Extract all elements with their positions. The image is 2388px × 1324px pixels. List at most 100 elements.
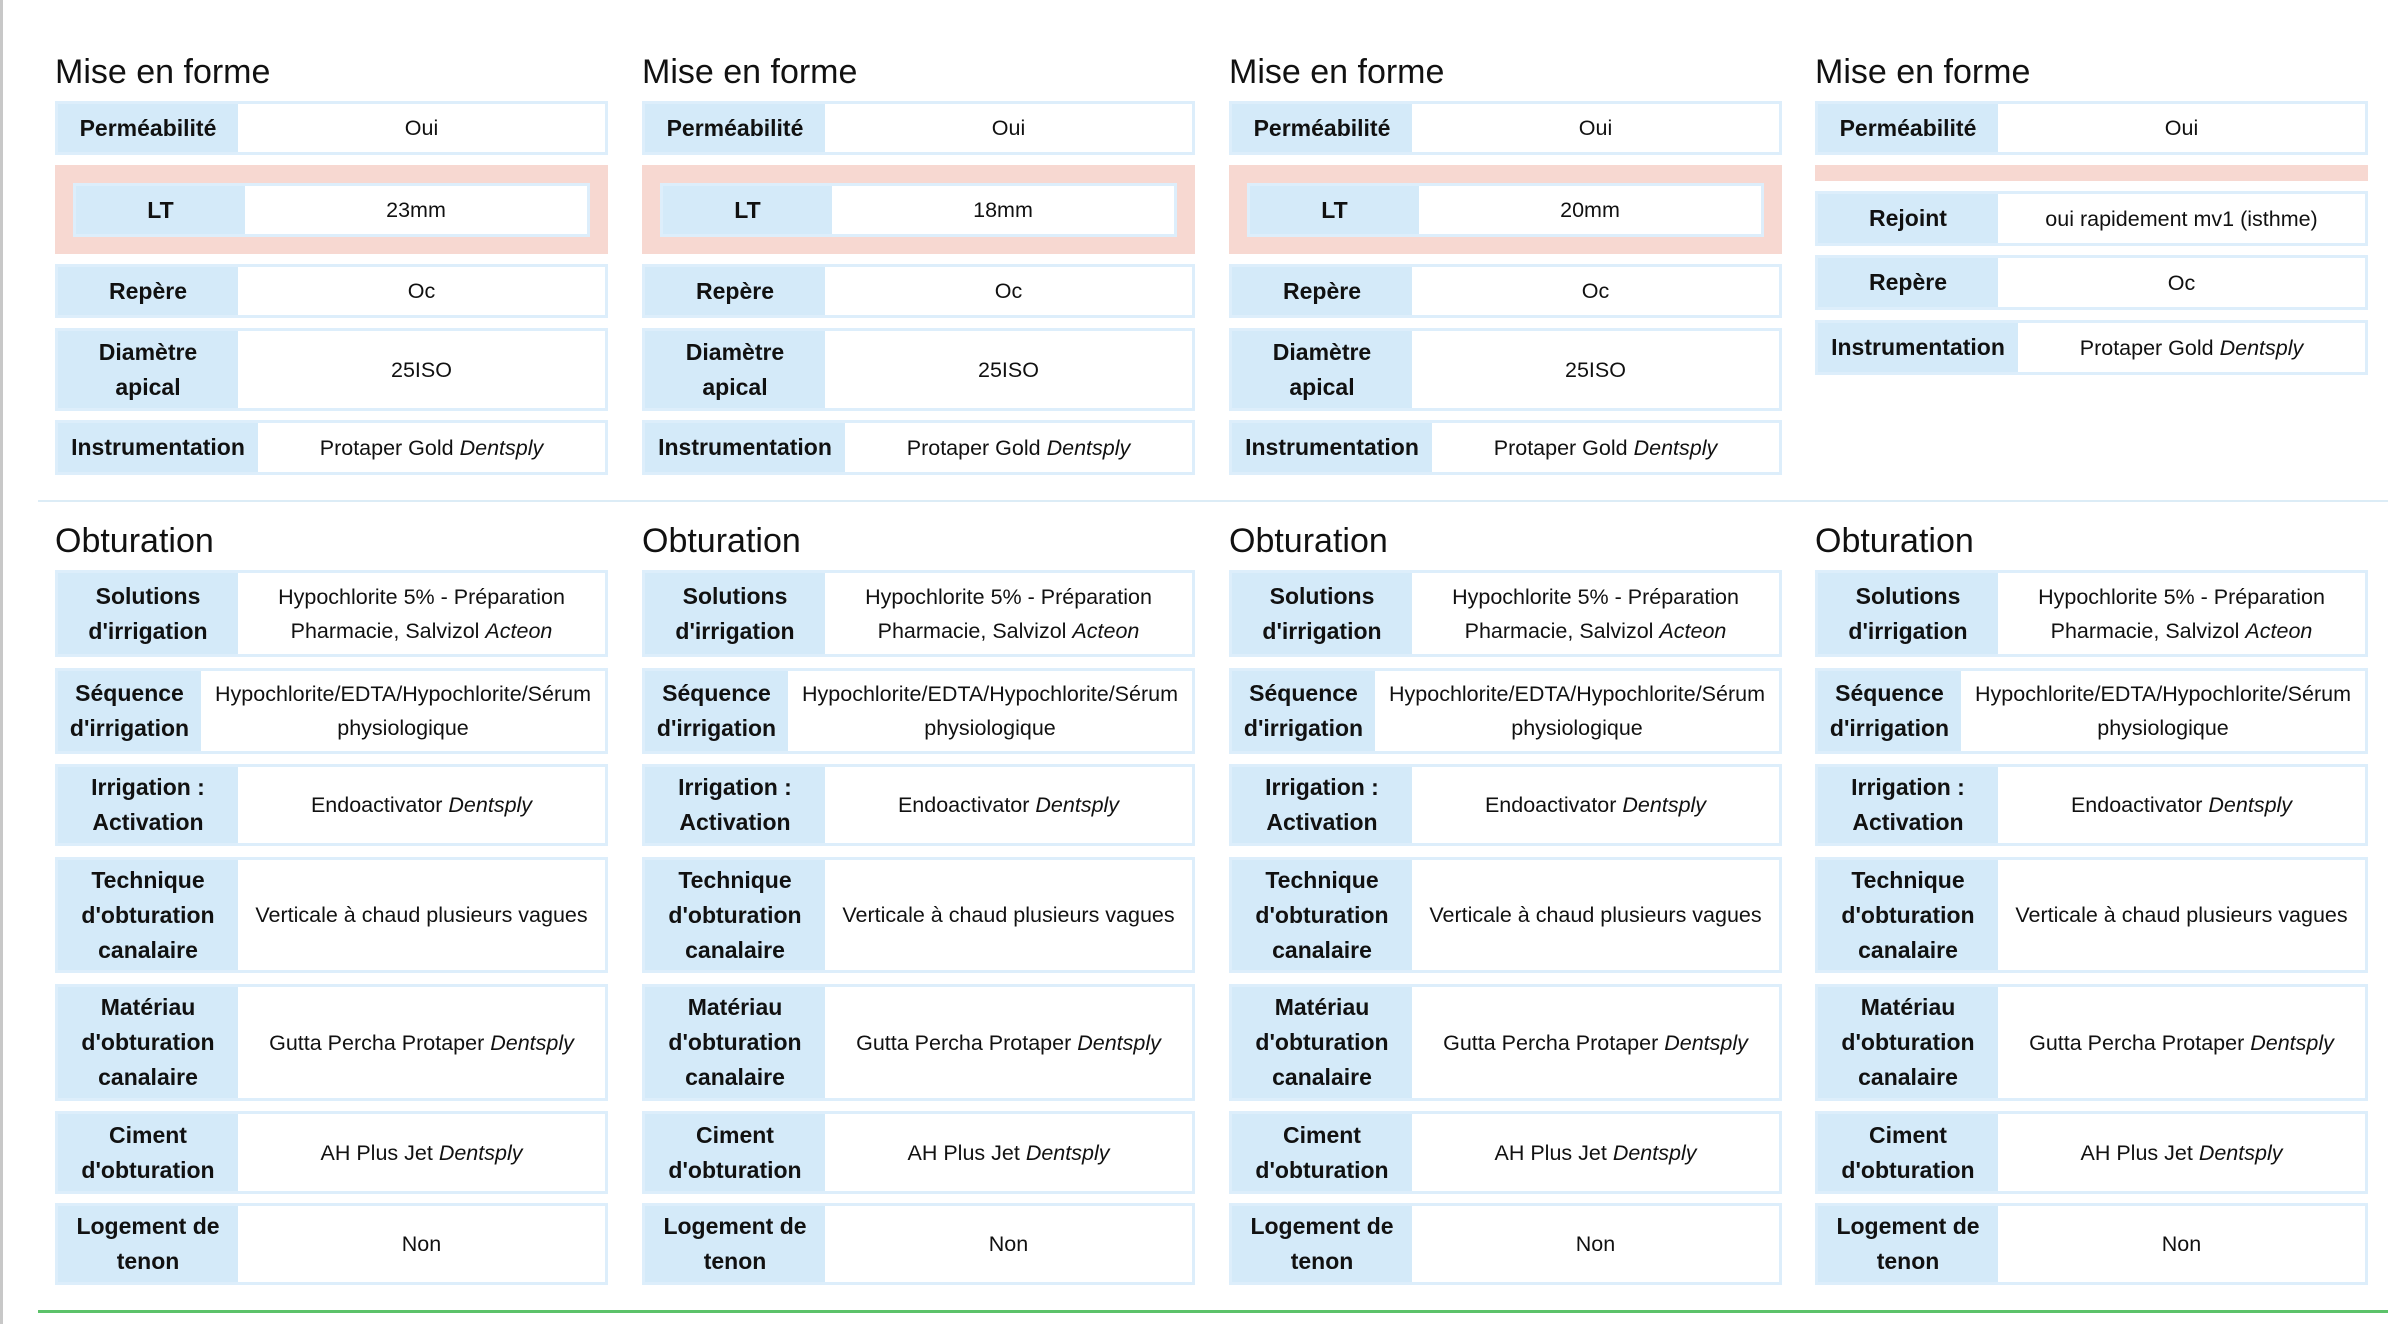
highlight-bar [1815, 165, 2368, 181]
value-text: Verticale à chaud plusieurs vagues [2015, 903, 2348, 927]
field-label: Irrigation : Activation [1232, 767, 1412, 843]
field-value: Verticale à chaud plusieurs vagues [825, 860, 1192, 970]
value-text: Verticale à chaud plusieurs vagues [255, 903, 588, 927]
section-title-obturation: Obturation [1229, 522, 1388, 560]
brand-name: Dentsply [1035, 793, 1120, 817]
value-text: 20mm [1560, 198, 1620, 222]
value-text: Endoactivator [2070, 793, 2203, 817]
brand-name: Dentsply [1622, 793, 1707, 817]
brand-name: Dentsply [448, 793, 533, 817]
value-text: Protaper Gold [1493, 435, 1628, 460]
value-text: AH Plus Jet [320, 1140, 433, 1165]
brand-name: Dentsply [1612, 1140, 1697, 1165]
value-text: Oc [1581, 279, 1610, 303]
value-text: Endoactivator [310, 793, 443, 817]
field-label: Matériau d'obturation canalaire [1232, 987, 1412, 1098]
field-value: Oui [1998, 104, 2365, 152]
field-value: Oc [238, 267, 605, 315]
field-label: Solutions d'irrigation [1232, 573, 1412, 654]
value-text: Hypochlorite/EDTA/Hypochlorite/Sérum phy… [802, 682, 1178, 740]
field-label: Irrigation : Activation [1818, 767, 1998, 843]
value-text: Non [2161, 1232, 2202, 1256]
field-value: 20mm [1419, 186, 1761, 234]
field-label: Rejoint [1818, 194, 1998, 243]
field-label: LT [76, 186, 245, 234]
section-title-obturation: Obturation [55, 522, 214, 560]
field-label: Séquence d'irrigation [58, 671, 201, 751]
field-label: Solutions d'irrigation [1818, 573, 1998, 654]
brand-name: Acteon [1072, 618, 1140, 643]
field-label: Technique d'obturation canalaire [58, 860, 238, 970]
field-value: Verticale à chaud plusieurs vagues [1998, 860, 2365, 970]
field-value: Hypochlorite 5% - Préparation Pharmacie,… [238, 573, 605, 654]
field-value: Hypochlorite/EDTA/Hypochlorite/Sérum phy… [201, 671, 605, 751]
value-text: Hypochlorite/EDTA/Hypochlorite/Sérum phy… [215, 682, 591, 740]
value-text: Gutta Percha Protaper [2029, 1030, 2245, 1055]
brand-name: Dentsply [2250, 1030, 2334, 1055]
value-text: Hypochlorite 5% - Préparation Pharmacie,… [278, 584, 565, 643]
field-label: Technique d'obturation canalaire [1232, 860, 1412, 970]
value-text: Gutta Percha Protaper [856, 1030, 1072, 1055]
field-value: oui rapidement mv1 (isthme) [1998, 194, 2365, 243]
field-label: Repère [1818, 258, 1998, 307]
row-diameter: Diamètre apical 25ISO [642, 328, 1195, 411]
field-label: Matériau d'obturation canalaire [58, 987, 238, 1098]
value-text: Non [1575, 1232, 1616, 1256]
field-label: Ciment d'obturation [1232, 1114, 1412, 1191]
field-label: Séquence d'irrigation [1232, 671, 1375, 751]
value-text: 25ISO [391, 357, 452, 382]
brand-name: Acteon [1659, 618, 1727, 643]
field-value: 25ISO [238, 331, 605, 408]
field-value: Non [1412, 1206, 1779, 1282]
field-label: Diamètre apical [645, 331, 825, 408]
value-text: Non [401, 1232, 442, 1256]
value-text: Hypochlorite/EDTA/Hypochlorite/Sérum phy… [1389, 682, 1765, 740]
value-text: Verticale à chaud plusieurs vagues [1429, 903, 1762, 927]
section-divider [38, 500, 2388, 502]
field-value: 18mm [832, 186, 1174, 234]
value-text: Hypochlorite 5% - Préparation Pharmacie,… [865, 584, 1152, 643]
row-repere: Repère Oc [1815, 255, 2368, 310]
field-label: Logement de tenon [645, 1206, 825, 1282]
section-title-shaping: Mise en forme [1815, 53, 2031, 91]
field-label: Diamètre apical [1232, 331, 1412, 408]
field-label: LT [1250, 186, 1419, 234]
field-value: Hypochlorite/EDTA/Hypochlorite/Sérum phy… [1961, 671, 2365, 751]
field-label: Matériau d'obturation canalaire [1818, 987, 1998, 1098]
field-label: Logement de tenon [1818, 1206, 1998, 1282]
field-label: Logement de tenon [1232, 1206, 1412, 1282]
value-text: Oc [2167, 270, 2196, 295]
field-label: Diamètre apical [58, 331, 238, 408]
field-value: Oc [825, 267, 1192, 315]
field-label: Instrumentation [1818, 323, 2018, 372]
field-value: Hypochlorite/EDTA/Hypochlorite/Sérum phy… [1375, 671, 1779, 751]
field-label: Séquence d'irrigation [645, 671, 788, 751]
field-label: Instrumentation [645, 423, 845, 472]
value-text: 25ISO [978, 357, 1039, 382]
